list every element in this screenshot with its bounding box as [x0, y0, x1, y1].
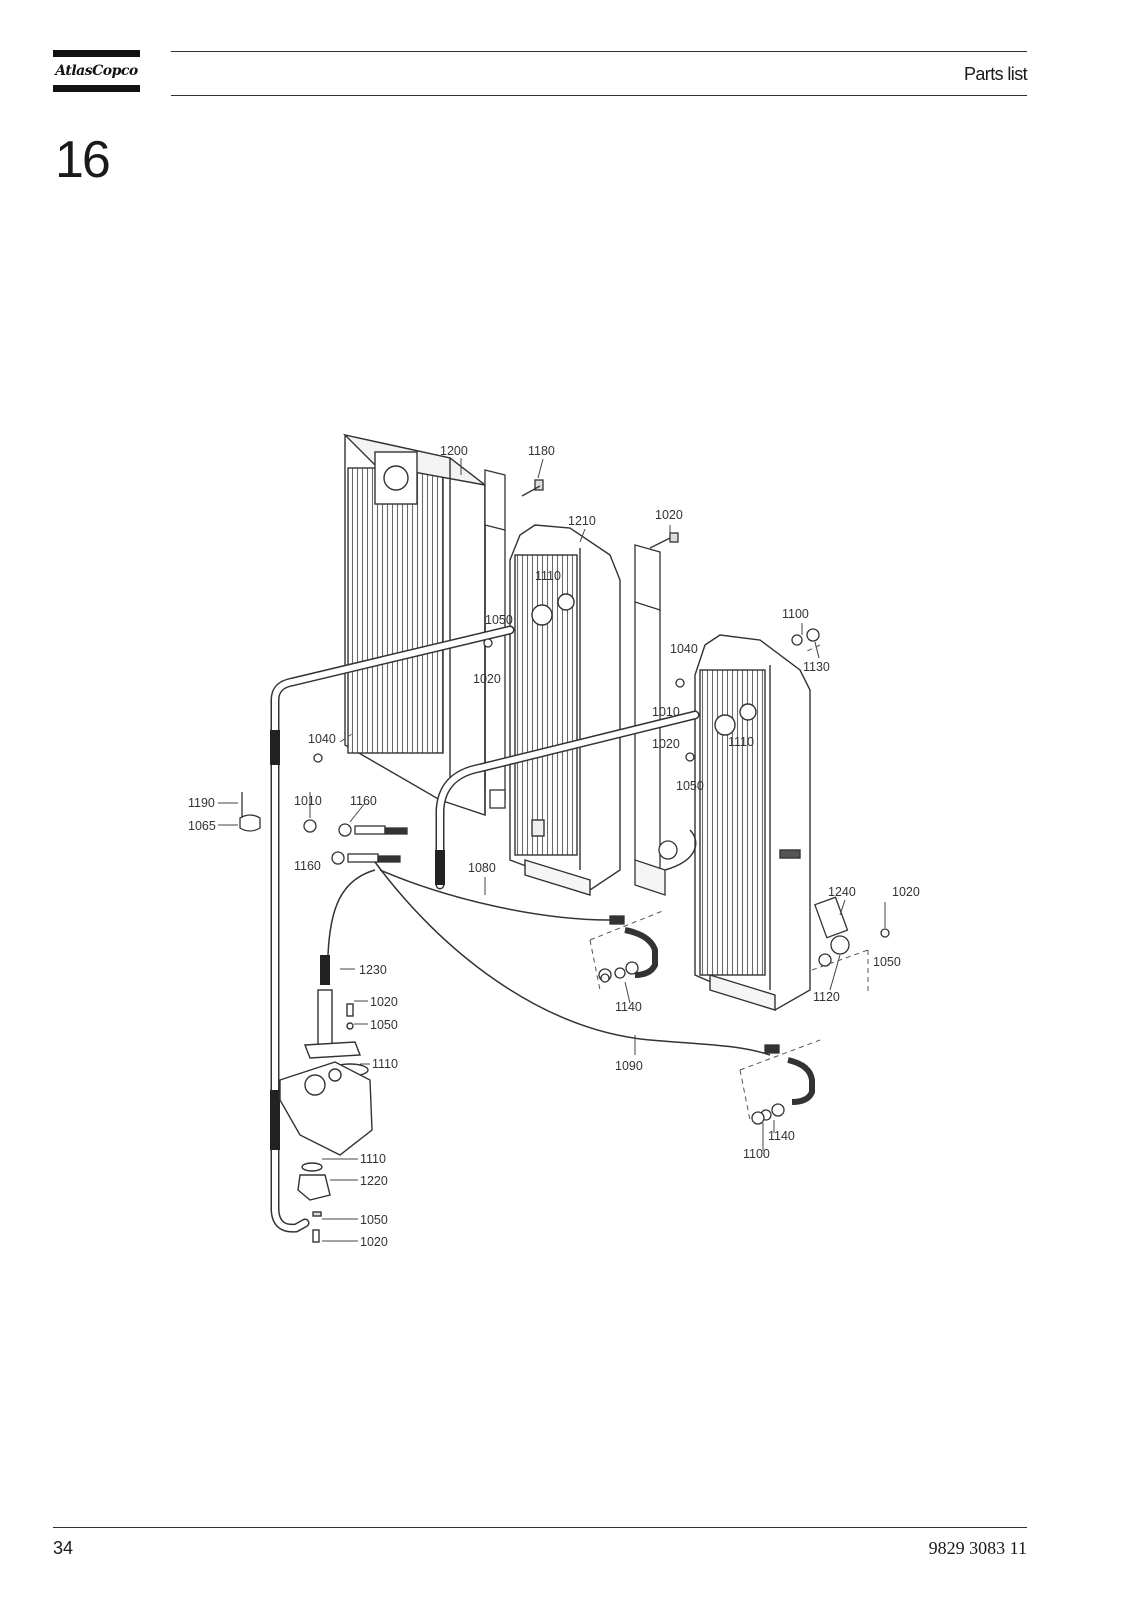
label-1080: 1080	[468, 861, 496, 875]
page-number: 34	[53, 1538, 74, 1558]
label-1230: 1230	[359, 963, 387, 977]
label-1050c: 1050	[873, 955, 901, 969]
header-rule-bottom	[171, 95, 1027, 96]
label-1140b: 1140	[768, 1129, 795, 1143]
hoses	[327, 829, 771, 1056]
label-1110b: 1110	[728, 735, 754, 749]
label-1020c: 1020	[652, 737, 680, 751]
document-number: 9829 3083 11	[928, 1538, 1027, 1558]
logo-bar-top	[53, 50, 140, 57]
leader-lines	[218, 458, 886, 1242]
label-1050b: 1050	[676, 779, 704, 793]
label-1050d: 1050	[370, 1018, 398, 1032]
label-1020e: 1020	[370, 995, 398, 1009]
section-number: 16	[55, 131, 111, 189]
logo-bar-bottom	[53, 85, 140, 92]
label-1010b: 1010	[294, 794, 322, 808]
label-1065: 1065	[188, 819, 216, 833]
fittings	[239, 628, 890, 1125]
cooler-right	[694, 634, 811, 1011]
label-1020d: 1020	[892, 885, 920, 899]
header-label: Parts list	[963, 64, 1028, 84]
parts-diagram: 1200 1180 1210 1020 1110 1050 1020 1100 …	[180, 430, 950, 1280]
label-1100: 1100	[782, 607, 809, 621]
part-labels: 1200 1180 1210 1020 1110 1050 1020 1100 …	[188, 444, 920, 1249]
logo-brand-text: AtlasCopco	[55, 63, 138, 79]
label-1020f: 1020	[360, 1235, 388, 1249]
label-1110: 1110	[535, 569, 561, 583]
label-1020b: 1020	[473, 672, 501, 686]
label-1020: 1020	[655, 508, 683, 522]
bracket-1020	[634, 532, 679, 896]
label-1210: 1210	[568, 514, 596, 528]
label-1110d: 1110	[360, 1152, 386, 1166]
label-1190: 1190	[188, 796, 215, 810]
radiator-1200	[342, 433, 486, 816]
header-rule-top	[171, 51, 1027, 52]
label-1010: 1010	[652, 705, 680, 719]
filter-housing	[279, 989, 373, 1243]
label-1180: 1180	[528, 444, 555, 458]
cooler-1210	[509, 524, 621, 896]
label-1220: 1220	[360, 1174, 388, 1188]
label-1090: 1090	[615, 1059, 643, 1073]
label-1240: 1240	[828, 885, 856, 899]
label-1050e: 1050	[360, 1213, 388, 1227]
label-1160: 1160	[350, 794, 377, 808]
label-1050: 1050	[485, 613, 513, 627]
bracket-1180	[484, 469, 544, 809]
assembly-dashes	[339, 644, 869, 1121]
label-1110c: 1110	[372, 1057, 398, 1071]
atlas-copco-logo: AtlasCopco	[53, 50, 140, 92]
label-1200: 1200	[440, 444, 468, 458]
label-1160b: 1160	[294, 859, 321, 873]
footer-rule	[53, 1527, 1027, 1528]
label-1140: 1140	[615, 1000, 642, 1014]
label-1100b: 1100	[743, 1147, 770, 1161]
label-1040b: 1040	[308, 732, 336, 746]
label-1130: 1130	[803, 660, 830, 674]
label-1040: 1040	[670, 642, 698, 656]
parts-diagram-svg: 1200 1180 1210 1020 1110 1050 1020 1100 …	[188, 433, 920, 1249]
label-1120: 1120	[813, 990, 840, 1004]
